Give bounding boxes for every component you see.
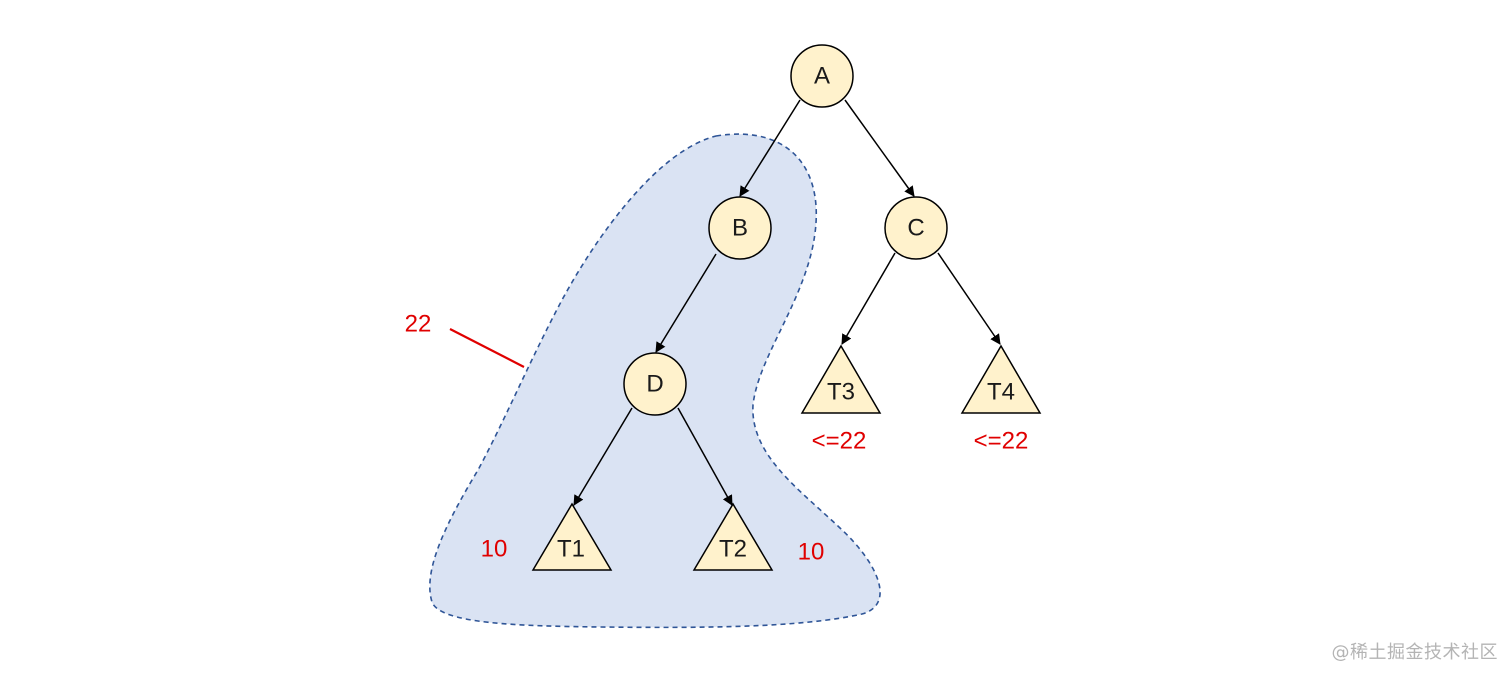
edge-c-t3	[841, 252, 896, 345]
subtree-t3-label: T3	[827, 379, 855, 406]
subtree-t1: T1	[531, 502, 613, 571]
subtree-t4-label: T4	[987, 379, 1015, 406]
watermark: @稀土掘金技术社区	[1331, 642, 1498, 663]
t2-height-label: 10	[798, 539, 825, 566]
edge-d-t1	[573, 407, 633, 506]
node-d-label: D	[646, 371, 663, 398]
node-c: C	[884, 196, 948, 260]
t3-height-label: <=22	[812, 428, 867, 455]
subtree-t2-label: T2	[719, 536, 747, 563]
node-b-label: B	[732, 215, 748, 242]
node-a-label: A	[814, 63, 830, 90]
edge-a-b	[739, 99, 801, 197]
t4-height-label: <=22	[974, 428, 1029, 455]
edge-d-t2	[677, 407, 733, 506]
edge-b-d	[655, 253, 717, 353]
node-b: B	[708, 196, 772, 260]
subtree-t1-label: T1	[557, 536, 585, 563]
node-a: A	[790, 44, 854, 108]
node-d: D	[623, 352, 687, 416]
edge-a-c	[844, 99, 915, 197]
node-c-label: C	[907, 215, 924, 242]
t1-height-label: 10	[481, 536, 508, 563]
region-pointer-line	[449, 328, 525, 368]
edge-c-t4	[937, 252, 1001, 345]
region-height-label: 22	[405, 311, 432, 338]
subtree-t3: T3	[800, 344, 882, 414]
subtree-t2: T2	[692, 502, 774, 571]
subtree-t4: T4	[960, 344, 1042, 414]
